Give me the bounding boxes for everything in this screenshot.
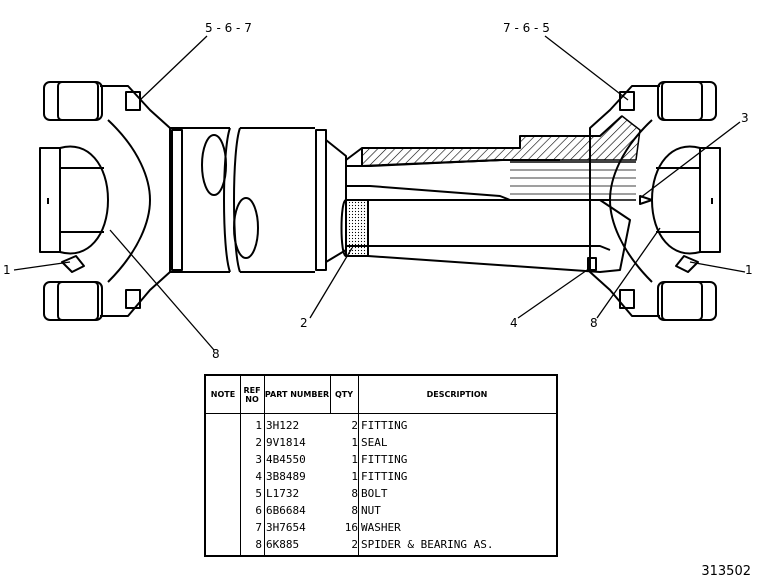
- left-tube: [170, 127, 259, 273]
- header-description: DESCRIPTION: [426, 390, 488, 399]
- drive-shaft-diagram: [13, 35, 746, 351]
- ref-no-cell: 4: [255, 470, 262, 483]
- col-divider: [264, 413, 265, 555]
- ref-no-cell: 7: [255, 521, 262, 534]
- part-number-cell: L1732: [266, 487, 300, 500]
- description-cell: SPIDER & BEARING AS.: [361, 538, 494, 551]
- header-part-number: PART NUMBER: [264, 376, 331, 413]
- col-divider: [358, 413, 359, 555]
- ref-no-cell: 3: [255, 453, 262, 466]
- description-cell: FITTING: [361, 453, 408, 466]
- part-number-cell: 3B8489: [266, 470, 306, 483]
- callout-8-left: 8: [212, 347, 220, 361]
- callout-1-left: 1: [3, 263, 11, 277]
- callout-2: 2: [300, 316, 308, 330]
- description-cell: FITTING: [361, 470, 408, 483]
- part-number-cell: 3H7654: [266, 521, 306, 534]
- parts-table: NOTE REF NO PART NUMBER QTY DESCRIPTION …: [204, 374, 558, 557]
- qty-cell: 1: [351, 453, 358, 466]
- ref-no-cell: 1: [255, 419, 262, 432]
- description-cell: WASHER: [361, 521, 401, 534]
- part-number-cell: 6B6684: [266, 504, 306, 517]
- header-qty: QTY: [330, 376, 359, 413]
- ref-no-cell: 5: [255, 487, 262, 500]
- part-number-cell: 3H122: [266, 419, 300, 432]
- qty-cell: 1: [351, 436, 358, 449]
- qty-cell: 8: [351, 487, 358, 500]
- figure-number: 313502: [701, 564, 751, 579]
- ref-no-cell: 8: [255, 538, 262, 551]
- ref-no-cell: 6: [255, 504, 262, 517]
- grease-fitting: [587, 257, 597, 271]
- left-universal-joint: [39, 81, 171, 321]
- right-universal-joint: [589, 81, 721, 321]
- qty-cell: 1: [351, 470, 358, 483]
- description-cell: NUT: [361, 504, 381, 517]
- part-number-cell: 6K885: [266, 538, 300, 551]
- callout-7-6-5-right: 7 - 6 - 5: [503, 21, 550, 35]
- description-cell: SEAL: [361, 436, 388, 449]
- header-divider: [206, 413, 556, 414]
- description-cell: FITTING: [361, 419, 408, 432]
- header-note: NOTE: [206, 376, 241, 413]
- qty-cell: 8: [351, 504, 358, 517]
- qty-cell: 16: [344, 521, 358, 534]
- callout-4: 4: [510, 316, 518, 330]
- ref-no-cell: 2: [255, 436, 262, 449]
- callout-1-right: 1: [745, 263, 753, 277]
- callout-5-6-7-left: 5 - 6 - 7: [205, 21, 252, 35]
- description-cell: BOLT: [361, 487, 388, 500]
- part-number-cell: 4B4550: [266, 453, 306, 466]
- part-number-cell: 9V1814: [266, 436, 306, 449]
- qty-cell: 2: [351, 538, 358, 551]
- callout-8-right: 8: [590, 316, 598, 330]
- slip-spline-shaft: [340, 115, 641, 273]
- qty-cell: 2: [351, 419, 358, 432]
- header-ref-no: REF NO: [240, 376, 265, 413]
- callout-3: 3: [741, 111, 749, 125]
- col-divider: [240, 413, 241, 555]
